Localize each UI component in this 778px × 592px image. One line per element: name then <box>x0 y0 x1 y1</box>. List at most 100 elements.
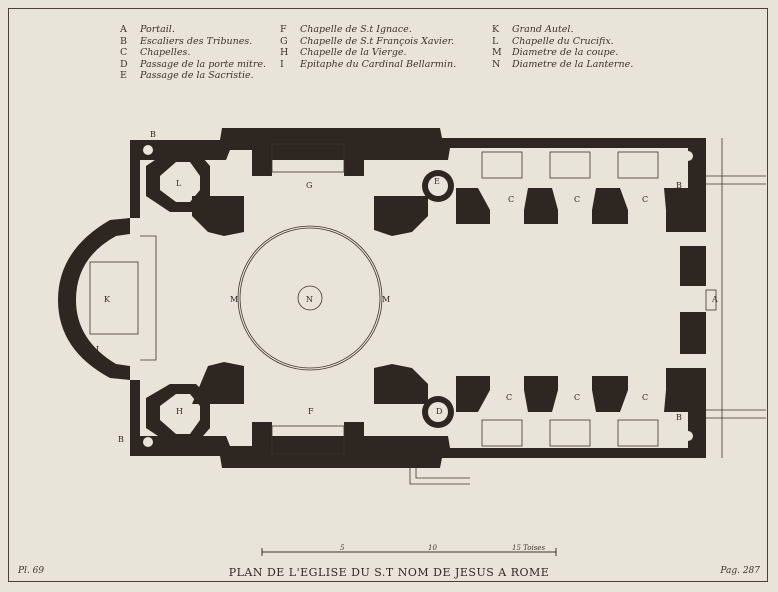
pier-s3 <box>592 376 628 412</box>
pier-n4 <box>664 188 700 232</box>
plan-label-k: K <box>104 295 111 304</box>
nave-chapel-c3-s <box>617 419 659 447</box>
pier-se <box>374 364 428 404</box>
pier-n3 <box>592 188 628 224</box>
chapel-g-altar <box>271 143 345 173</box>
legend-key: D <box>120 58 128 70</box>
pier-s2 <box>524 376 558 412</box>
dome-circle-outer <box>237 225 383 371</box>
plan-label-i: I <box>96 345 99 354</box>
legend-key: K <box>492 24 500 35</box>
plan-label-c4: C <box>506 393 512 402</box>
plan-label-c1: C <box>508 195 514 204</box>
sheet-border <box>8 8 768 582</box>
legend-entry-m: M Diametre de la coupe. <box>492 47 633 59</box>
legend-key: B <box>120 35 127 47</box>
legend-text: Passage de la porte mitre. <box>140 58 267 70</box>
legend-text: Diametre de la coupe. <box>512 47 619 59</box>
apse-wall <box>58 218 130 380</box>
pier-n1 <box>456 188 490 224</box>
plan-label-g: G <box>306 181 312 190</box>
plan-label-c3: C <box>642 195 648 204</box>
legend-text: Chapelle de S.t Ignace. <box>300 24 412 35</box>
chapel-h-wall <box>146 384 210 444</box>
portal-steps <box>705 289 717 311</box>
plan-label-b-se: B <box>676 413 682 422</box>
plan-label-c2: C <box>574 195 580 204</box>
transept-arm-south-left <box>252 422 272 456</box>
transept-arm-south-right <box>344 422 364 456</box>
plan-label-b-nw: B <box>150 130 156 139</box>
page-number: Pag. 287 <box>720 566 760 576</box>
legend-key: C <box>120 47 128 59</box>
transept-arm-north-left <box>252 140 272 176</box>
nave-chapel-c1-s <box>481 419 523 447</box>
nave-chapel-c3-n <box>617 151 659 179</box>
legend-key: N <box>492 58 501 70</box>
legend-key: F <box>280 24 287 35</box>
legend-text: Epitaphe du Cardinal Bellarmin. <box>300 58 457 70</box>
pier-nw <box>192 196 244 236</box>
plan-label-h: H <box>176 407 183 416</box>
scale-label-15: 15 Toises <box>512 544 546 552</box>
plan-label-c5: C <box>574 393 580 402</box>
plan-label-e: E <box>434 177 440 186</box>
legend-entry-b: B Escaliers des Tribunes. <box>120 36 266 48</box>
plan-label-c6: C <box>642 393 648 402</box>
plan-label-b-sw: B <box>118 435 124 444</box>
dome-circle-inner <box>239 227 381 369</box>
plan-label-a: A <box>711 295 718 304</box>
legend-text: Chapelle de la Vierge. <box>300 47 407 59</box>
legend-entry-h: H Chapelle de la Vierge. <box>280 47 456 59</box>
legend-key: A <box>120 24 127 35</box>
pier-s4 <box>664 368 700 412</box>
facade-block-south <box>680 312 706 354</box>
legend-text: Chapelles. <box>140 47 191 59</box>
legend-entry-n: N Diametre de la Lanterne. <box>492 59 633 71</box>
scale-label-10: 10 <box>428 544 437 552</box>
legend-column-1: A Portail. B Escaliers des Tribunes. C Chap… <box>120 24 266 82</box>
nave-chapel-c2-s <box>549 419 591 447</box>
legend-text: Escaliers des Tribunes. <box>140 35 253 47</box>
chapel-f-altar <box>271 425 345 455</box>
pier-n2 <box>524 188 558 224</box>
legend-text: Chapelle du Crucifix. <box>512 35 614 47</box>
legend-entry-a: A Portail. <box>120 24 266 36</box>
plan-label-f: F <box>308 407 314 416</box>
facade-block-north <box>680 246 706 286</box>
plan-label-l: L <box>176 179 182 188</box>
apse-outline <box>140 235 157 361</box>
legend-text: Chapelle de S.t François Xavier. <box>300 35 455 47</box>
steps-d <box>409 468 470 485</box>
wall-north-outer <box>130 128 706 232</box>
plan-label-n: N <box>306 295 313 304</box>
legend-key: L <box>492 35 499 47</box>
legend-column-3: K Grand Autel. L Chapelle du Crucifix. M Di… <box>492 24 633 70</box>
pier-ne <box>374 196 428 236</box>
scale-label-5: 5 <box>340 544 345 552</box>
legend-text: Grand Autel. <box>512 24 574 35</box>
pier-s1 <box>456 376 490 412</box>
legend-entry-i: I Epitaphe du Cardinal Bellarmin. <box>280 59 456 71</box>
legend-entry-l: L Chapelle du Crucifix. <box>492 36 633 48</box>
plan-title: PLAN DE L'EGLISE DU S.T NOM DE JESUS A R… <box>228 566 550 579</box>
plan-label-d: D <box>436 407 442 416</box>
legend-entry-f: F Chapelle de S.t Ignace. <box>280 24 456 36</box>
legend-text: Diametre de la Lanterne. <box>512 58 634 70</box>
plan-label-m-right: M <box>382 295 390 304</box>
legend-text: Portail. <box>140 24 175 35</box>
plate-number: Pl. 69 <box>18 566 45 576</box>
legend-entry-d: D Passage de la porte mitre. <box>120 59 266 71</box>
legend-key: H <box>280 47 289 59</box>
wall-south-outer <box>130 368 706 468</box>
legend-key: I <box>280 58 284 70</box>
nave-chapel-c2-n <box>549 151 591 179</box>
chapel-l-wall <box>146 150 210 212</box>
legend-text: Passage de la Sacristie. <box>140 70 254 82</box>
legend-key: M <box>492 47 502 59</box>
